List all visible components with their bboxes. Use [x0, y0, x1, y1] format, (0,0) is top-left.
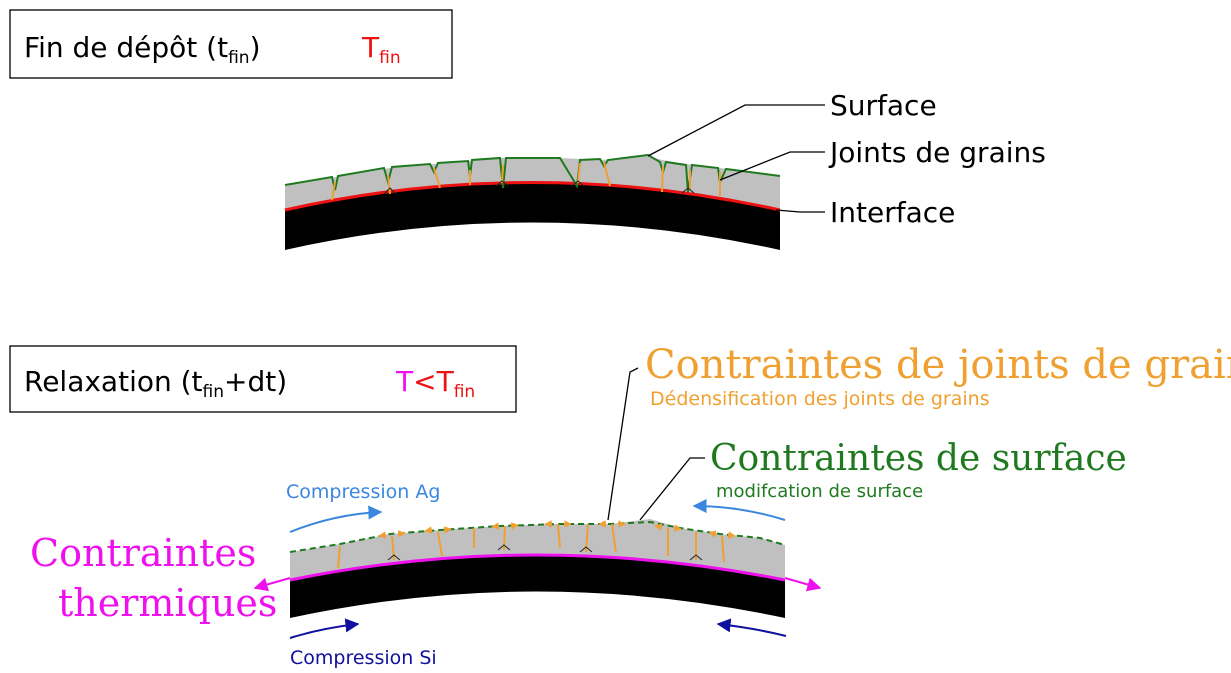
- bottom-title-box: [9, 345, 517, 413]
- gb-stress-subtitle: Dédensification des joints de grains: [650, 388, 990, 410]
- top-grain-boundaries: [331, 161, 721, 201]
- surface-stress-title: Contraintes de surface: [710, 438, 1127, 479]
- leader-surface-stress: [639, 457, 705, 521]
- bottom-interface-line: [289, 553, 786, 582]
- bottom-grain-boundaries: [337, 523, 725, 569]
- top-triple-junctions: [383, 180, 695, 195]
- top-temperature: Tfin: [361, 31, 401, 68]
- leader-interface: [775, 209, 825, 213]
- label-grain-boundaries: Joints de grains: [828, 136, 1046, 169]
- bottom-title: Relaxation (tfin+dt): [24, 365, 287, 402]
- leader-grain-boundaries: [719, 151, 825, 181]
- bottom-temperature: T<Tfin: [395, 365, 475, 402]
- compression-si-arrow-right: [716, 618, 787, 637]
- compression-ag-arrow-right: [692, 499, 786, 521]
- bottom-triple-junctions: [387, 544, 703, 561]
- thermal-stress-line1: Contraintes: [30, 531, 256, 575]
- leader-surface: [647, 104, 825, 157]
- surface-stress-subtitle: modifcation de surface: [716, 481, 923, 502]
- label-surface: Surface: [830, 89, 937, 122]
- thermal-arrow-right: [784, 577, 822, 592]
- compression-ag-arrow-left: [289, 505, 383, 533]
- top-title-box: [9, 9, 453, 79]
- bottom-film: [290, 519, 785, 580]
- gb-stress-title: Contraintes de joints de grains: [645, 342, 1231, 388]
- bottom-panel: Relaxation (tfin+dt) T<Tfin Contraintes …: [9, 342, 1231, 669]
- top-substrate: [285, 182, 780, 250]
- bottom-substrate: [290, 555, 785, 618]
- label-interface: Interface: [830, 196, 955, 229]
- thermal-arrow-left: [253, 577, 291, 592]
- compression-ag-label: Compression Ag: [286, 481, 440, 503]
- compression-si-arrow-left: [289, 618, 360, 639]
- top-interface-line: [284, 181, 781, 212]
- top-film: [285, 156, 780, 210]
- leader-gb-stress: [607, 367, 639, 521]
- compression-si-label: Compression Si: [290, 647, 437, 669]
- top-panel: Fin de dépôt (tfin) Tfin: [9, 9, 1046, 250]
- top-surface-line: [284, 153, 781, 193]
- gb-densification-arrows: [378, 520, 736, 539]
- top-title: Fin de dépôt (tfin): [24, 31, 261, 68]
- thermal-stress-line2: thermiques: [58, 581, 277, 625]
